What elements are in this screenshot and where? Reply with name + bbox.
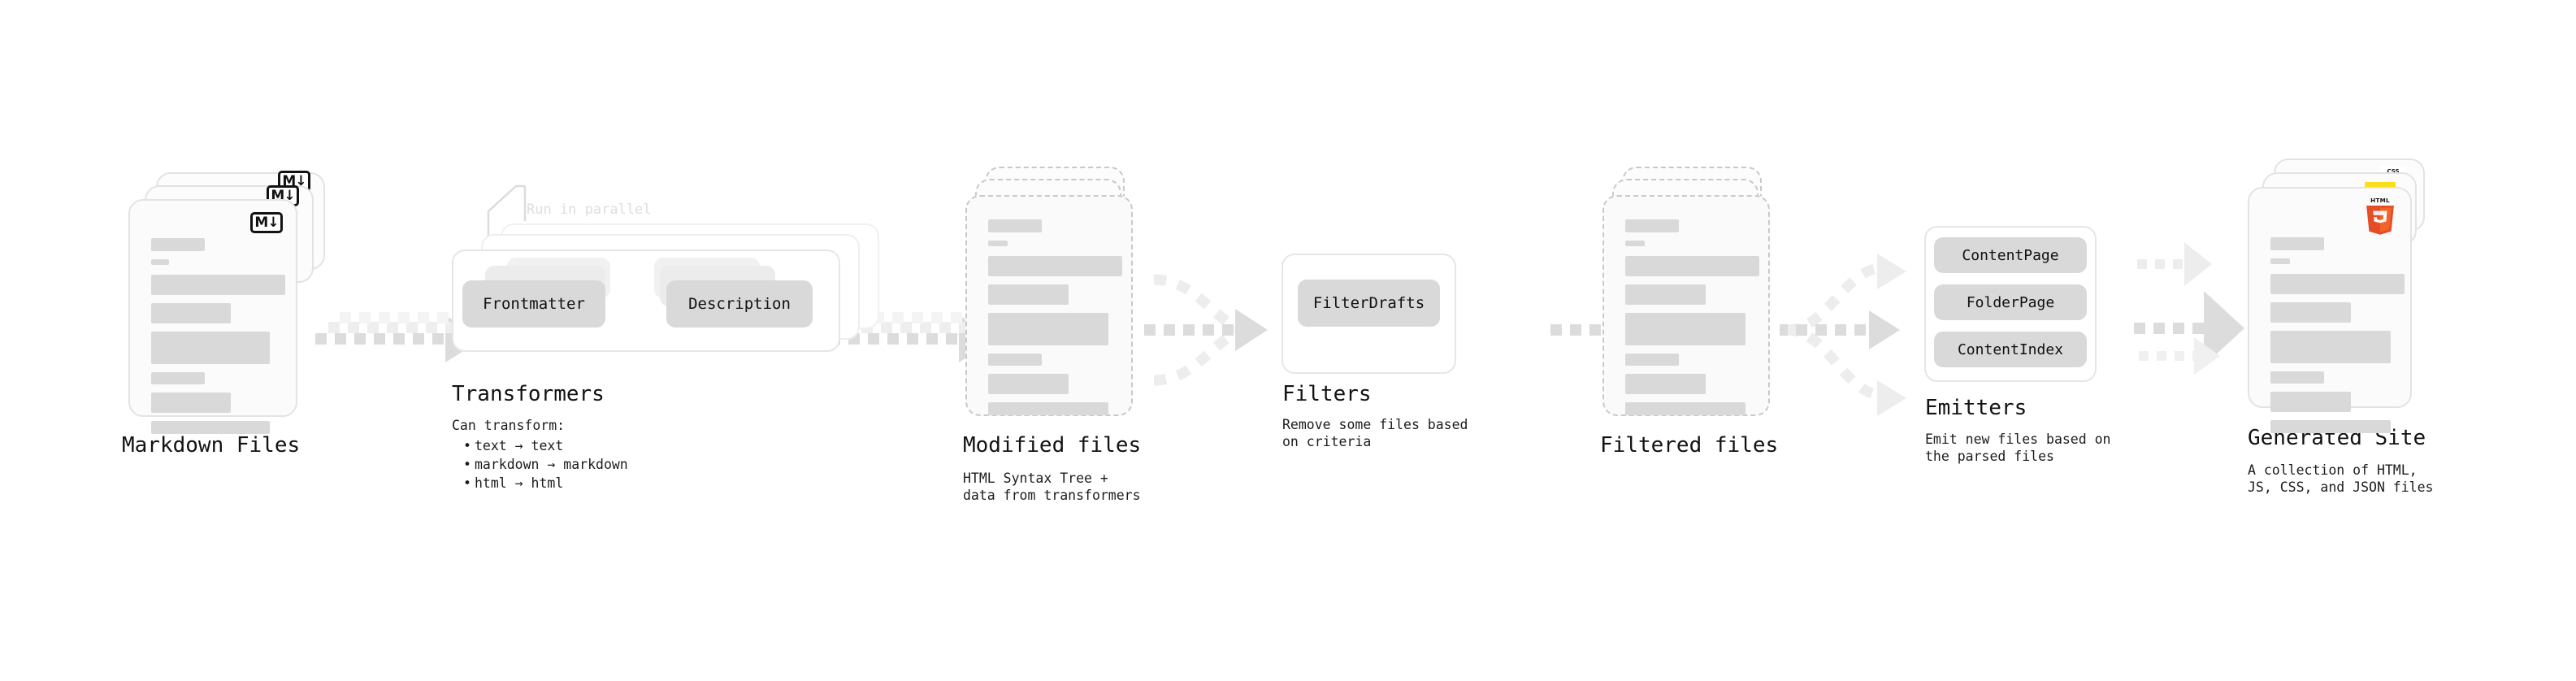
stage-title-transformers: Transformers — [452, 382, 605, 406]
filter-chip-filterdrafts[interactable]: FilterDrafts — [1298, 280, 1440, 327]
placeholder-bar — [2270, 420, 2391, 433]
placeholder-bar — [2270, 371, 2324, 384]
placeholder-bar — [2270, 274, 2405, 294]
transformer-chip-description[interactable]: Description — [666, 280, 813, 327]
run-in-parallel-label: Run in parallel — [527, 202, 652, 218]
placeholder-bar — [1625, 256, 1759, 276]
arrow-modified-to-filters — [1144, 274, 1268, 386]
transformer-chip-frontmatter[interactable]: Frontmatter — [462, 280, 605, 327]
generated-site-card[interactable]: HTML — [2248, 187, 2412, 433]
placeholder-bar — [1625, 313, 1746, 345]
placeholder-bar — [151, 259, 169, 265]
stage-subtitle-emitters: Emit new files based on the parsed files — [1925, 432, 2111, 464]
arrow-filtered-to-emitters — [1780, 254, 1906, 416]
placeholder-bar — [2270, 331, 2391, 363]
markdown-badge-back-1: M↓ — [267, 185, 299, 206]
placeholder-bar — [1625, 284, 1706, 305]
placeholder-bar — [988, 284, 1069, 305]
placeholder-bar — [2270, 392, 2351, 412]
placeholder-bar — [151, 372, 205, 384]
arrow-emitters-to-site — [2134, 242, 2244, 375]
placeholder-bar — [988, 219, 1042, 232]
file-content-placeholder — [2270, 237, 2405, 441]
placeholder-bar — [1625, 374, 1706, 394]
placeholder-bar — [1625, 354, 1679, 366]
html5-icon: HTML — [2363, 197, 2397, 236]
placeholder-bar — [1625, 241, 1645, 246]
file-content-placeholder — [1625, 219, 1759, 423]
placeholder-bar — [988, 256, 1122, 276]
capability-item: text → text — [463, 436, 628, 455]
capability-item: html → html — [463, 474, 628, 492]
stage-title-modified-files: Modified files — [963, 433, 1142, 458]
stage-title-markdown-files: Markdown Files — [122, 433, 301, 458]
placeholder-bar — [151, 238, 205, 251]
stage-subtitle-filters: Remove some files based on criteria — [1282, 417, 1468, 449]
placeholder-bar — [151, 393, 231, 413]
placeholder-bar — [2270, 237, 2324, 250]
svg-text:HTML: HTML — [2370, 197, 2390, 204]
file-content-placeholder — [151, 238, 285, 442]
placeholder-bar — [151, 421, 270, 434]
emitter-chip-contentpage[interactable]: ContentPage — [1934, 237, 2087, 273]
stage-subtitle-generated-site: A collection of HTML, JS, CSS, and JSON … — [2248, 462, 2434, 495]
stage-title-filtered-files: Filtered files — [1600, 433, 1779, 458]
stage-title-filters: Filters — [1282, 382, 1372, 406]
placeholder-bar — [151, 275, 285, 295]
modified-file-card[interactable] — [965, 195, 1133, 416]
placeholder-bar — [1625, 219, 1679, 232]
markdown-badge: M↓ — [250, 212, 283, 233]
placeholder-bar — [988, 402, 1108, 415]
placeholder-bar — [2270, 258, 2290, 264]
placeholder-bar — [988, 374, 1069, 394]
stage-subtitle-modified-files: HTML Syntax Tree + data from transformer… — [963, 471, 1141, 503]
transformers-capability-list: Can transform: text → text markdown → ma… — [452, 416, 628, 492]
placeholder-bar — [988, 241, 1008, 246]
placeholder-bar — [988, 354, 1042, 366]
capability-item: markdown → markdown — [463, 455, 628, 474]
file-content-placeholder — [988, 219, 1122, 423]
filtered-file-card[interactable] — [1602, 195, 1770, 416]
stage-title-emitters: Emitters — [1925, 396, 2027, 420]
placeholder-bar — [2270, 302, 2351, 323]
placeholder-bar — [988, 313, 1108, 345]
placeholder-bar — [151, 332, 270, 364]
markdown-file-card[interactable]: M↓ — [128, 199, 297, 434]
capability-list-header: Can transform: — [452, 418, 566, 433]
placeholder-bar — [1625, 402, 1746, 415]
placeholder-bar — [151, 303, 231, 323]
emitter-chip-folderpage[interactable]: FolderPage — [1934, 284, 2087, 320]
emitter-chip-contentindex[interactable]: ContentIndex — [1934, 332, 2087, 367]
